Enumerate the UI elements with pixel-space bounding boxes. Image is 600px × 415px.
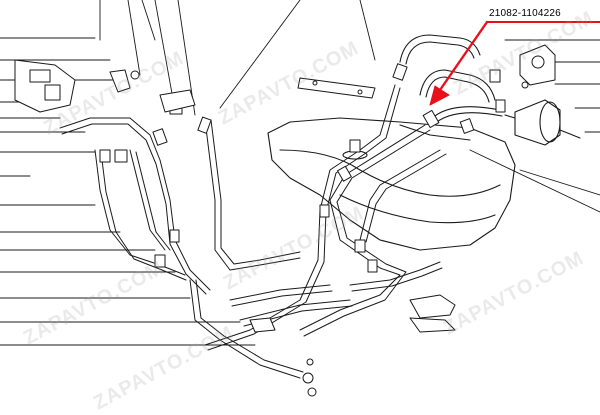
clamp-bracket (519, 44, 556, 89)
bottom-clips (249, 294, 456, 397)
filler-tube (399, 34, 503, 127)
top-callout-leaders (99, 0, 376, 116)
fuel-rail-assembly (14, 59, 196, 113)
right-callout-leaders (469, 21, 600, 213)
fuel-lines-exploded-diagram (0, 0, 600, 397)
highlight-arrow (429, 20, 600, 106)
engine-bay-lines (59, 117, 301, 295)
mounting-strip (297, 77, 376, 99)
part-number-label: 21082-1104226 (489, 8, 561, 19)
left-callout-leaders (0, 37, 256, 346)
fuel-filter (504, 99, 581, 146)
fuel-tank (267, 117, 516, 251)
